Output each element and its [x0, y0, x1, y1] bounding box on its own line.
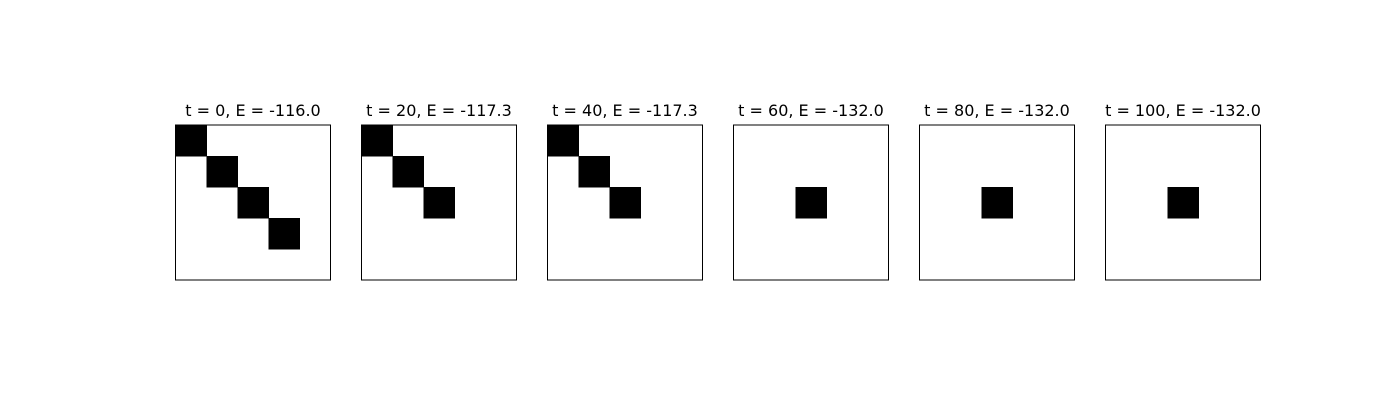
- panel-frame: [1105, 124, 1261, 281]
- panel-1: t = 20, E = -117.3: [361, 101, 517, 281]
- panel-title: t = 80, E = -132.0: [924, 101, 1070, 120]
- panel-0: t = 0, E = -116.0: [175, 101, 331, 281]
- panels-group: t = 0, E = -116.0 t = 20, E = -117.3 t = 4…: [175, 101, 1261, 281]
- panel-frame: [175, 124, 331, 281]
- panel-frame: [919, 124, 1075, 281]
- panel-title: t = 60, E = -132.0: [738, 101, 884, 120]
- heatmap-cell-r1-c1: [206, 156, 238, 188]
- heatmap-cell-r2-c2: [1167, 187, 1199, 219]
- panel-title: t = 100, E = -132.0: [1105, 101, 1261, 120]
- heatmap-cell-r1-c1: [392, 156, 424, 188]
- panel-title: t = 40, E = -117.3: [552, 101, 698, 120]
- panel-4: t = 80, E = -132.0: [919, 101, 1075, 281]
- panel-3: t = 60, E = -132.0: [733, 101, 889, 281]
- heatmap-cell-r3-c3: [268, 218, 300, 250]
- heatmap-cell-r0-c0: [175, 125, 207, 157]
- heatmap-cell-r2-c2: [237, 187, 269, 219]
- heatmap-cell-r2-c2: [981, 187, 1013, 219]
- panel-frame: [361, 124, 517, 281]
- heatmap-cell-r1-c1: [578, 156, 610, 188]
- panel-title: t = 0, E = -116.0: [185, 101, 320, 120]
- heatmap-cell-r2-c2: [423, 187, 455, 219]
- panel-5: t = 100, E = -132.0: [1105, 101, 1261, 281]
- panel-2: t = 40, E = -117.3: [547, 101, 703, 281]
- heatmap-cell-r2-c2: [795, 187, 827, 219]
- panel-frame: [547, 124, 703, 281]
- heatmap-cell-r0-c0: [547, 125, 579, 157]
- heatmap-cell-r0-c0: [361, 125, 393, 157]
- heatmap-cell-r2-c2: [609, 187, 641, 219]
- panel-title: t = 20, E = -117.3: [366, 101, 512, 120]
- panel-frame: [733, 124, 889, 281]
